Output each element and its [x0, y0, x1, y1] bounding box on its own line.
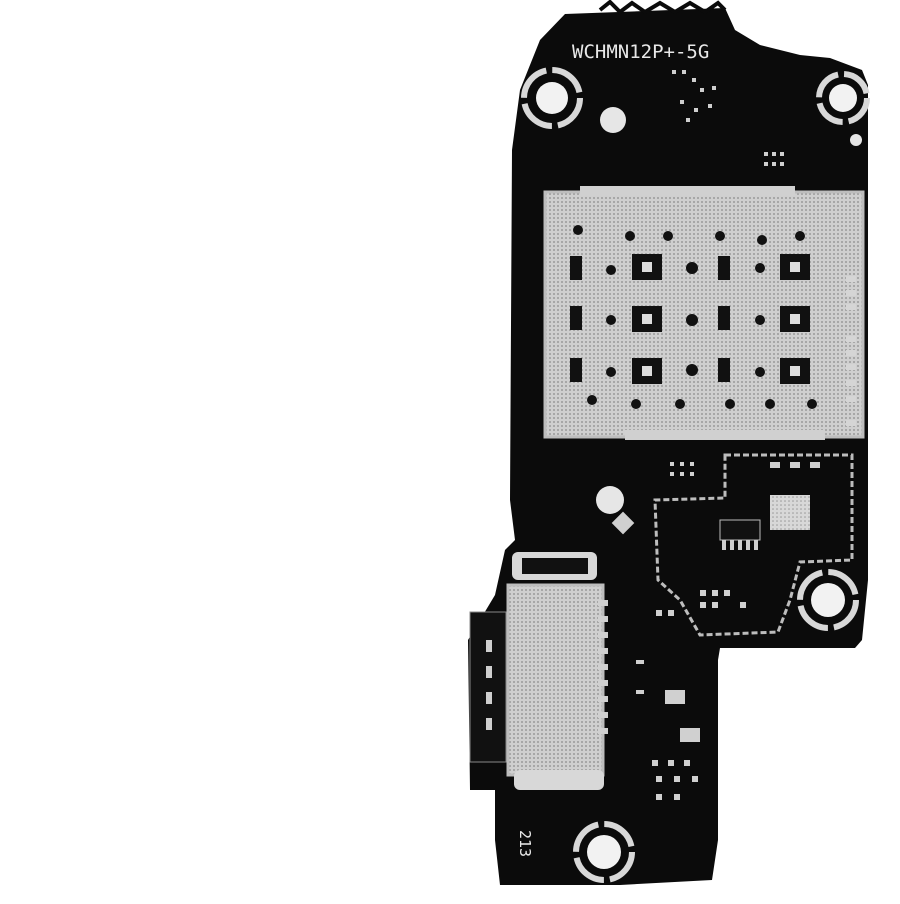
ic-chip [719, 495, 810, 550]
sim-contacts [570, 254, 810, 384]
test-pad [850, 134, 862, 146]
smd-cluster-bottom [636, 660, 700, 800]
mounting-hole-mid-right [797, 569, 859, 631]
mounting-hole-bottom [573, 821, 635, 883]
code-label: 213 [516, 830, 534, 857]
mounting-hole-top-right [816, 71, 870, 125]
mounting-hole-left [596, 486, 635, 535]
smd-cluster-top [672, 70, 784, 166]
shield-outline [653, 453, 854, 637]
flex-connector-edge [598, 0, 727, 15]
test-pad [600, 107, 626, 133]
usb-type-c-port [469, 552, 608, 790]
sim-card-slot [543, 186, 865, 440]
edge-pads-right [846, 276, 856, 426]
smd-cluster-mid [656, 462, 820, 616]
mounting-hole-top-left [521, 67, 583, 129]
model-label: WCHMN12P+-5G [572, 41, 709, 63]
sim-holes [573, 225, 817, 409]
